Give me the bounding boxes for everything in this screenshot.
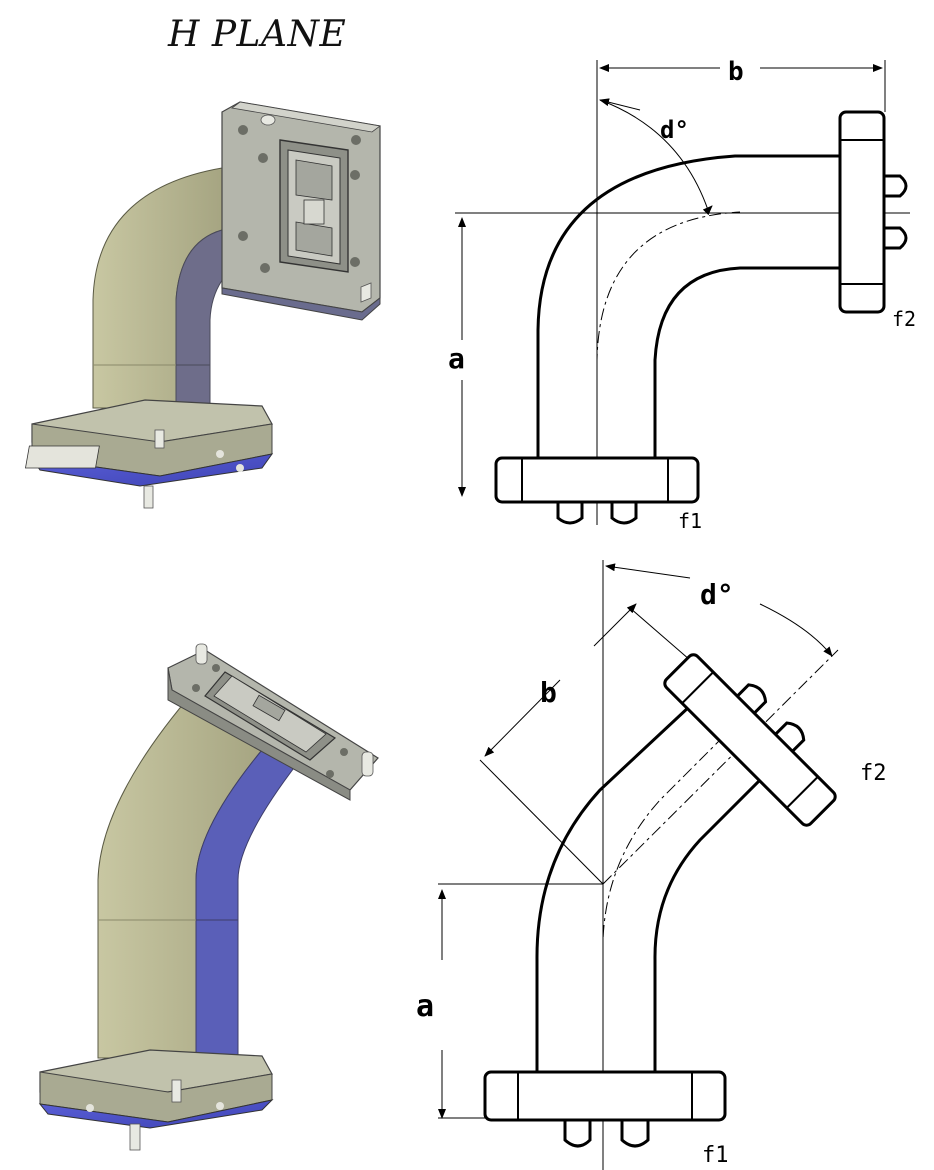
flange-f2-label-top: f2: [892, 307, 916, 331]
bend-centerline: [596, 211, 741, 458]
dim-d-label-top: d°: [660, 116, 689, 144]
flange45-f2-pin-2: [774, 721, 806, 753]
drawing-45deg: [438, 560, 839, 1170]
flange45-f2-pin-1: [736, 683, 768, 715]
flange-f2-pin-bottom: [884, 226, 908, 250]
upper-flange-side: [221, 287, 381, 321]
dim-b-label-bottom: b: [540, 676, 557, 709]
flange45-f1-body: [483, 1070, 727, 1122]
bend-outer-wall: [536, 154, 840, 458]
flange-f1-pin-right: [610, 502, 638, 525]
lower-flange-45-bottom: [38, 1099, 274, 1129]
lower-flange-bottom: [30, 453, 274, 487]
waveguide-3d-45deg: [38, 643, 379, 1151]
dim-d-label-bottom: d°: [700, 578, 734, 611]
flange45-f1-pin-left: [563, 1120, 592, 1148]
dim-a-label-bottom: a: [416, 989, 434, 1024]
drawing-90deg: [455, 60, 910, 525]
flange-f2-pin-top: [884, 174, 908, 198]
upper-flange-45-side: [167, 667, 351, 801]
dim-a-label-top: a: [448, 342, 465, 375]
flange-f1-pin-left: [556, 502, 584, 525]
waveguide-3d-90deg: [25, 101, 381, 509]
bend-inner-wall: [653, 266, 840, 458]
flange45-f1-pin-right: [620, 1120, 650, 1148]
dim-b-label-top: b: [728, 57, 744, 87]
flange-f1-label-bottom: f1: [702, 1143, 729, 1168]
flange-f2-label-bottom: f2: [860, 761, 887, 786]
flange-f1-label-top: f1: [678, 509, 702, 533]
flange-f1-body: [494, 456, 700, 504]
bend45-inner-wall: [653, 766, 774, 1075]
page-title: H PLANE: [168, 14, 347, 55]
flange45-f2-body: [663, 653, 837, 827]
bend45-outer-wall: [535, 704, 692, 1075]
flange-f2-body: [838, 110, 886, 314]
bend45-centerline: [602, 719, 741, 1075]
